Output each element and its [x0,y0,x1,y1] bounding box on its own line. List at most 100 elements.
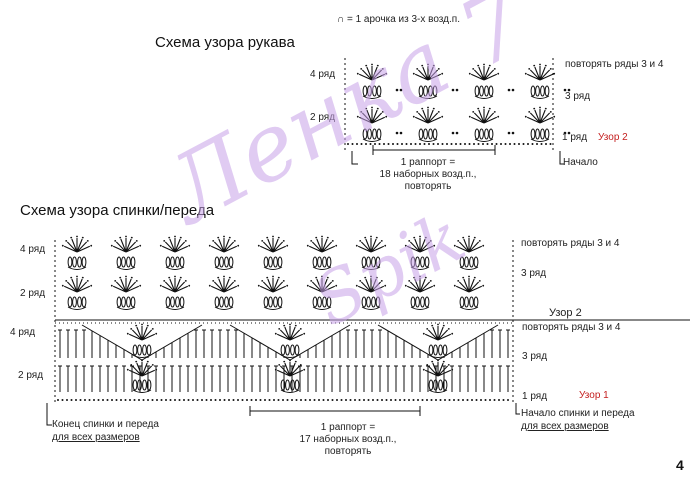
petal-stitch [285,379,290,391]
arch-stitch [67,306,87,310]
picot-dot [141,323,143,326]
arch-stitch [530,138,550,142]
chain-dot [489,399,491,401]
chain-dot [75,399,77,401]
chain-dot [383,143,385,145]
picot-dot [174,275,176,278]
picot-dot [533,107,536,110]
chain-dot [455,88,459,92]
petal-stitch [423,128,428,140]
chain-dot [129,399,131,401]
chain-dot [408,399,410,401]
arch-stitch [530,95,550,99]
fan-stitch [424,362,452,377]
petal-stitch [116,256,122,268]
chain-dot [448,399,451,401]
petal-stitch [428,128,433,140]
chain-dot [354,399,356,401]
chain-dot [468,143,471,145]
sleeve-repeat-caption: 1 раппорт = 18 наборных возд.п., повторя… [348,158,508,192]
chain-dot [196,399,199,401]
arrow-line [515,403,520,415]
picot-dot [437,359,439,362]
arch-icon: ∩ [337,14,345,25]
chain-dot [124,399,127,401]
picot-dot [303,368,306,371]
chain-dot [444,399,446,401]
arch-stitch [116,266,136,270]
petal-stitch [146,379,152,391]
fan-stitch [128,326,156,341]
petal-stitch [428,85,433,97]
picot-dot [70,236,73,239]
petal-stitch [170,256,175,268]
picot-dot [355,284,358,287]
back-upper-row2-label: 2 ряд [20,288,46,299]
picot-dot [294,324,297,327]
chain-dot [156,399,158,401]
picot-dot [126,332,129,335]
arch-stitch [410,266,430,270]
petal-stitch [214,256,220,268]
picot-dot [114,280,117,282]
arch-stitch [312,266,332,270]
chain-dot [93,399,95,401]
picot-dot [315,276,318,279]
arch-stitch [418,138,438,142]
chain-dot [563,131,567,135]
picot-dot [261,240,264,242]
chain-dot [480,399,482,401]
picot-dot [126,368,129,371]
petal-stitch [263,296,269,308]
fan-stitch [357,278,385,293]
picot-dot [119,276,122,279]
picot-dot [282,280,285,282]
chain-dot [504,143,507,145]
picot-dot [365,107,368,110]
petal-stitch [375,296,381,308]
sleeve-pattern-label: Узор 2 [598,132,628,143]
chain-dot [385,399,388,401]
chain-dot [432,143,435,145]
arch-stitch [165,306,185,310]
petal-stitch [442,344,448,356]
sleeve-chart [344,58,571,165]
petal-stitch [294,344,300,356]
chain-dot [160,399,163,401]
picot-dot [188,244,191,247]
picot-dot [437,68,440,70]
petal-stitch [132,379,138,391]
back-repeat-caption: 1 раппорт = 17 наборных возд.п., повторя… [268,423,428,457]
picot-dot [544,64,547,67]
picot-dot [412,72,415,75]
chain-dot [475,399,478,401]
chain-dot [97,399,100,401]
petal-stitch [473,256,479,268]
picot-dot [482,284,485,287]
chain-dot [304,399,307,401]
chain-dot [358,399,361,401]
picot-dot [277,236,280,239]
picot-dot [168,276,171,279]
back-upper-row4-label: 4 ряд [20,244,46,255]
picot-dot [553,115,556,118]
picot-dot [335,284,338,287]
petal-stitch [479,128,484,140]
picot-dot [266,276,269,279]
chain-dot [405,143,408,145]
fan-stitch [424,326,452,341]
arch-stitch [459,306,479,310]
chain-dot [437,143,439,145]
chain-dot [214,399,217,401]
picot-dot [408,240,411,242]
picot-dot [274,368,277,371]
petal-stitch [367,128,372,140]
petal-stitch [410,256,416,268]
petal-stitch [81,256,87,268]
arch-stitch [474,138,494,142]
petal-stitch [121,296,126,308]
petal-stitch [361,256,367,268]
picot-dot [380,280,383,282]
petal-stitch [294,379,300,391]
legend: ∩ = 1 арочка из 3-х возд.п. [337,15,460,25]
